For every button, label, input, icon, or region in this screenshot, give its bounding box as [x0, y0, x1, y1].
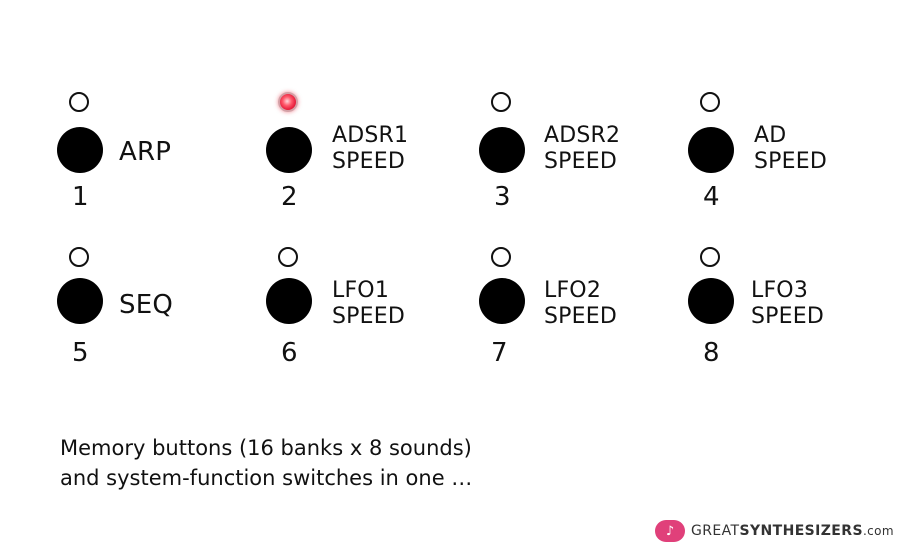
logo-prefix: GREAT — [691, 523, 740, 539]
button-label-2: ADSR1 SPEED — [332, 123, 409, 174]
button-label-3: ADSR2 SPEED — [544, 123, 621, 174]
memory-button-7[interactable] — [479, 278, 525, 324]
led-8 — [700, 247, 720, 267]
memory-button-6[interactable] — [266, 278, 312, 324]
memory-button-1[interactable] — [57, 127, 103, 173]
button-label-5: SEQ — [119, 290, 173, 320]
button-number-6: 6 — [281, 338, 298, 368]
caption-line-2: and system-function switches in one … — [60, 466, 473, 490]
button-label-6: LFO1 SPEED — [332, 278, 405, 329]
led-5 — [69, 247, 89, 267]
button-cell-3: ADSR2 SPEED 3 — [479, 90, 679, 220]
button-number-7: 7 — [491, 338, 508, 368]
music-note-icon: ♪ — [655, 520, 686, 542]
site-logo: ♪ GREATSYNTHESIZERS.com — [655, 518, 894, 544]
caption: Memory buttons (16 banks x 8 sounds) and… — [60, 433, 472, 493]
memory-button-2[interactable] — [266, 127, 312, 173]
memory-button-3[interactable] — [479, 127, 525, 173]
button-label-7: LFO2 SPEED — [544, 278, 617, 329]
button-cell-5: SEQ 5 — [57, 245, 257, 375]
memory-button-4[interactable] — [688, 127, 734, 173]
led-2 — [278, 92, 298, 112]
logo-brand: SYNTHESIZERS — [739, 523, 863, 539]
button-cell-6: LFO1 SPEED 6 — [266, 245, 466, 375]
button-number-8: 8 — [703, 338, 720, 368]
button-cell-8: LFO3 SPEED 8 — [688, 245, 888, 375]
logo-suffix: .com — [862, 524, 894, 538]
memory-button-5[interactable] — [57, 278, 103, 324]
button-label-8: LFO3 SPEED — [751, 278, 824, 329]
caption-line-1: Memory buttons (16 banks x 8 sounds) — [60, 436, 472, 460]
button-cell-4: AD SPEED 4 — [688, 90, 888, 220]
button-cell-1: ARP 1 — [57, 90, 257, 220]
logo-wordmark: GREATSYNTHESIZERS.com — [691, 523, 894, 539]
button-number-3: 3 — [494, 182, 511, 212]
memory-button-8[interactable] — [688, 278, 734, 324]
led-7 — [491, 247, 511, 267]
button-label-4: AD SPEED — [754, 123, 827, 174]
button-number-5: 5 — [72, 338, 89, 368]
button-label-1: ARP — [119, 137, 172, 167]
button-cell-2: ADSR1 SPEED 2 — [266, 90, 466, 220]
button-cell-7: LFO2 SPEED 7 — [479, 245, 679, 375]
button-number-2: 2 — [281, 182, 298, 212]
led-4 — [700, 92, 720, 112]
led-1 — [69, 92, 89, 112]
led-6 — [278, 247, 298, 267]
button-number-4: 4 — [703, 182, 720, 212]
led-3 — [491, 92, 511, 112]
button-number-1: 1 — [72, 182, 89, 212]
